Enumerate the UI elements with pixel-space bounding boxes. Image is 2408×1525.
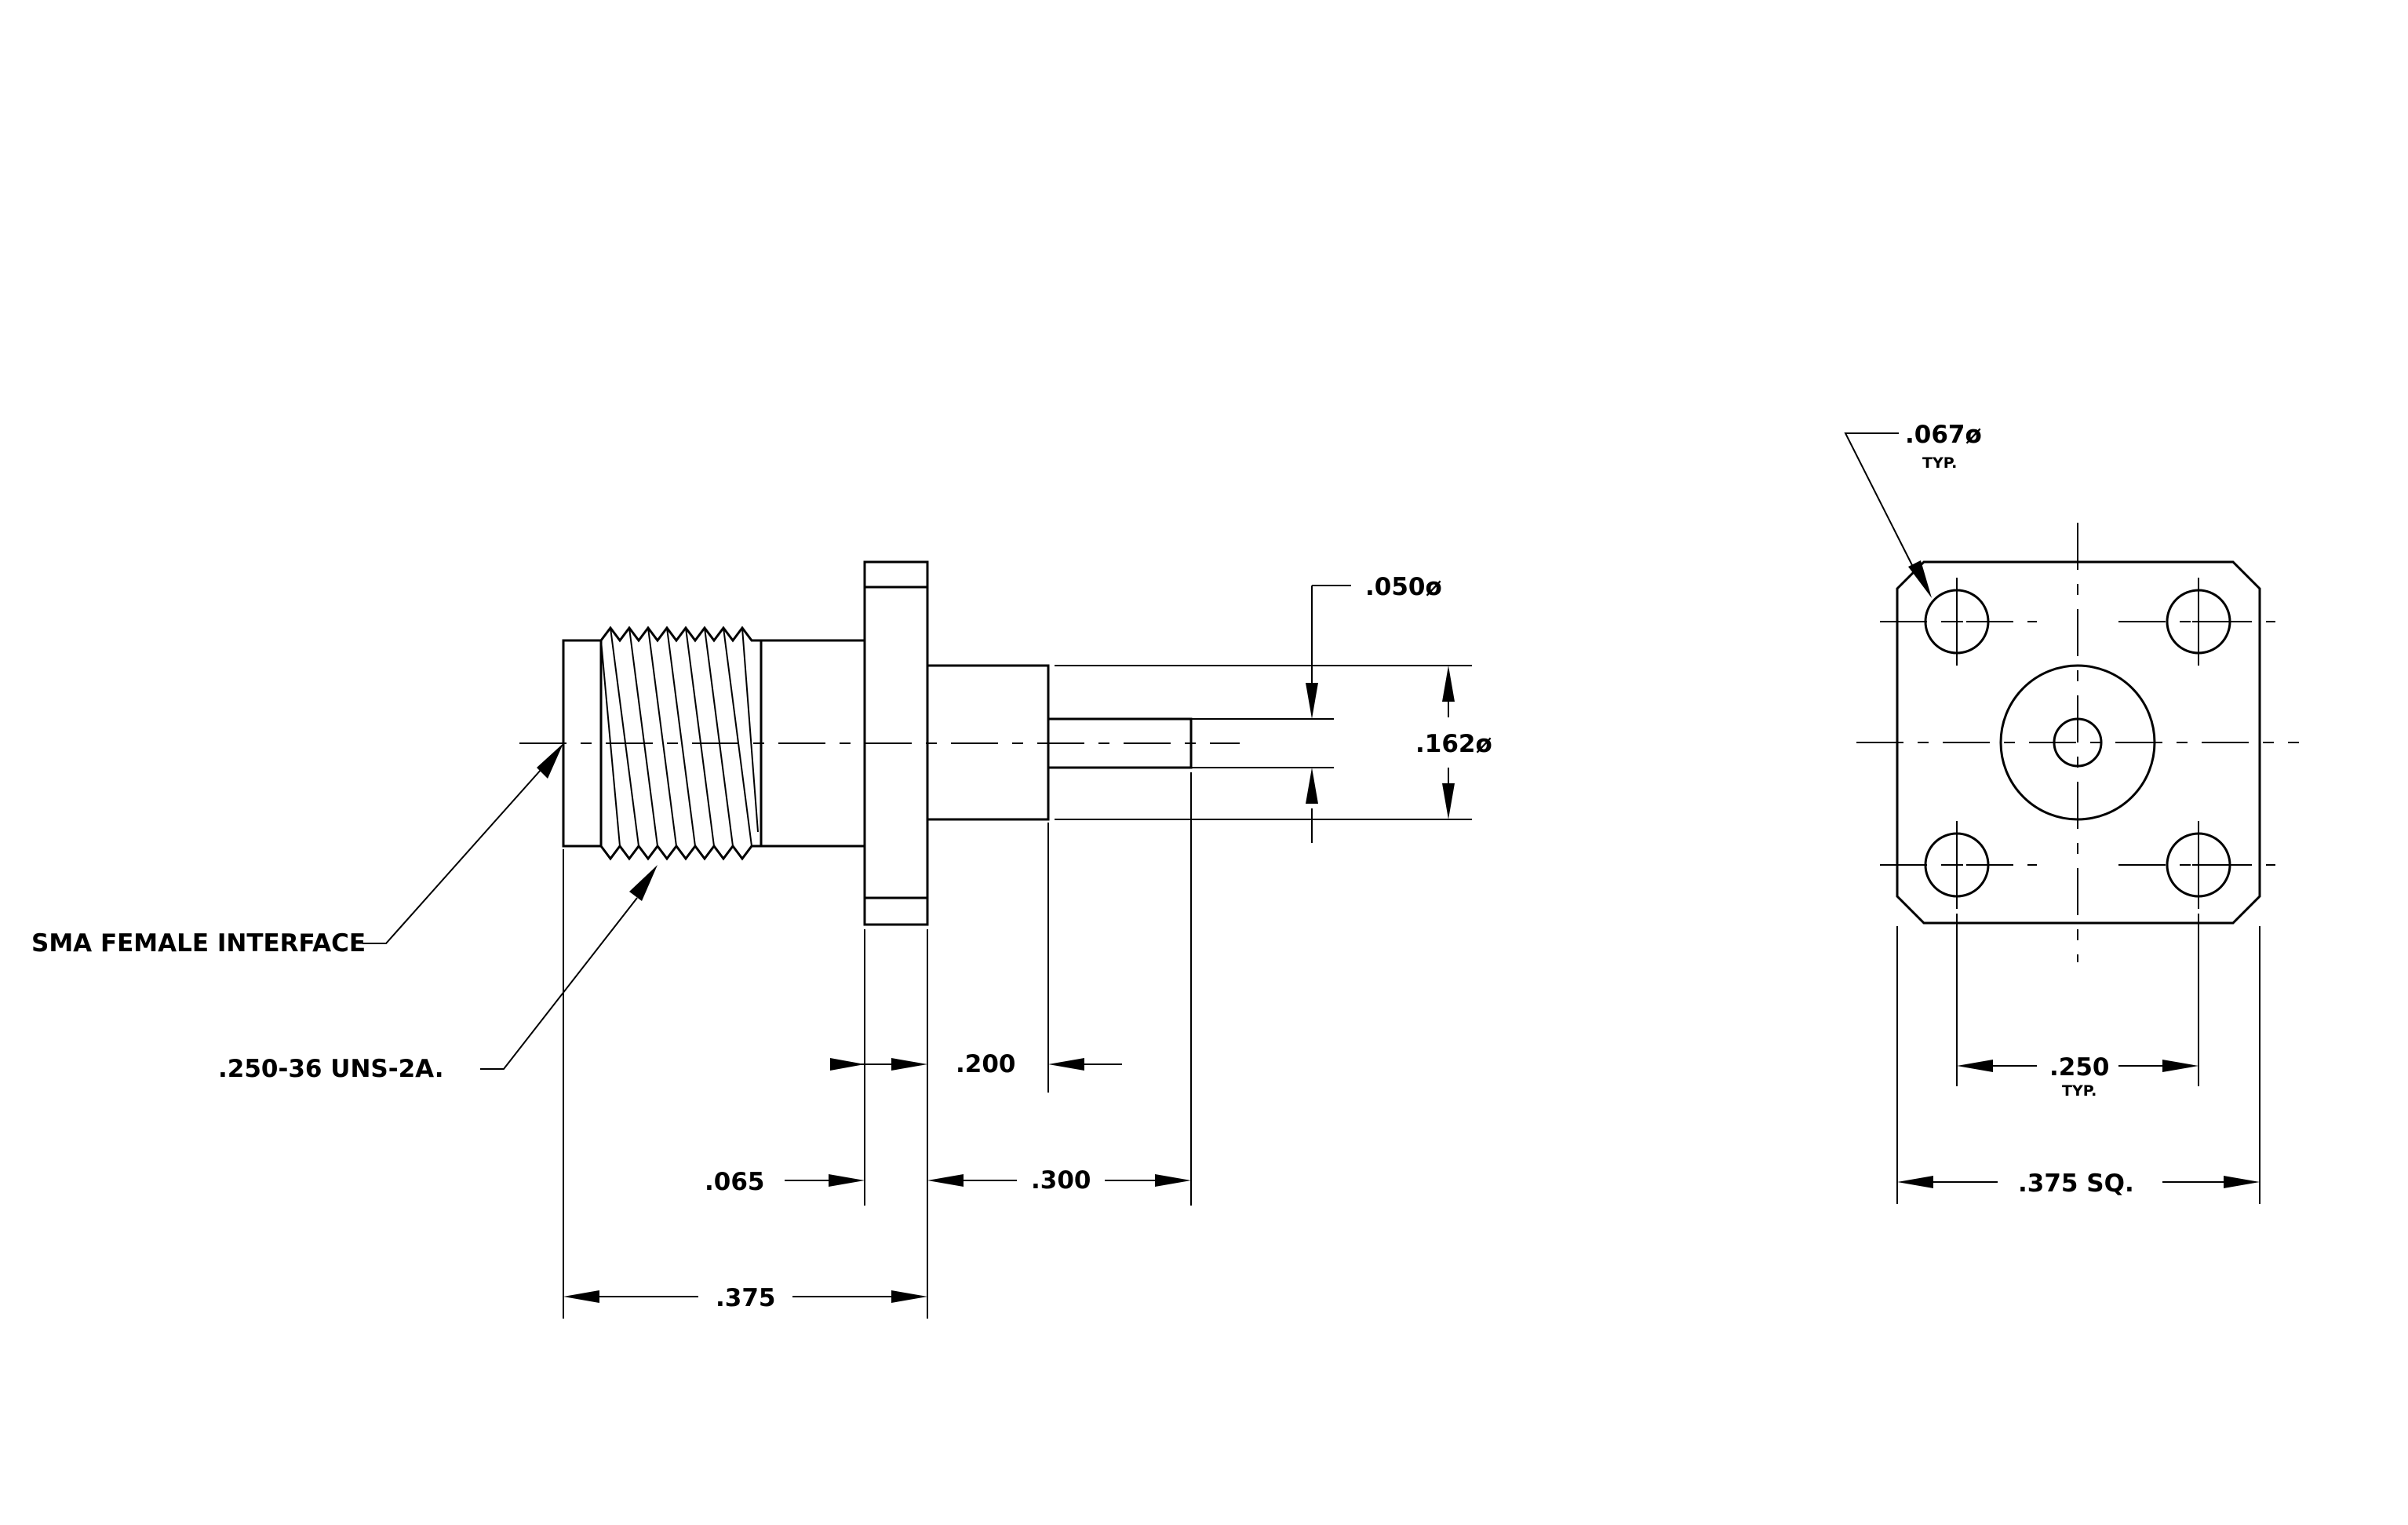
hole-spacing-label: .250 <box>2049 1053 2110 1082</box>
overall-length-dimension: .375 <box>563 1284 927 1312</box>
pin-dia-label: .050ø <box>1365 573 1442 601</box>
thread-spec-label: .250-36 UNS-2A. <box>218 1055 444 1083</box>
sma-interface-callout: SMA FEMALE INTERFACE <box>31 743 563 958</box>
body-dia-dimension: .162ø <box>1415 666 1492 819</box>
flange-square <box>1896 560 2261 925</box>
hole-spacing-typ-label: TYP. <box>2062 1082 2097 1100</box>
hole-spacing-dimension: .250 TYP. <box>1957 1053 2199 1100</box>
hole-dia-callout: .067ø TYP. <box>1844 421 1982 598</box>
step-length-dimension: .200 <box>830 1050 1122 1078</box>
front-view: .067ø TYP. .250 TYP. .375 SQ. <box>1844 421 2299 1204</box>
overall-length-label: .375 <box>716 1284 776 1312</box>
side-extension-lines <box>563 665 1472 1319</box>
front-extension-lines <box>1896 914 2260 1204</box>
thread-spec-callout: .250-36 UNS-2A. <box>218 865 658 1083</box>
pin-length-dimension: .300 <box>927 1166 1191 1195</box>
mounting-holes <box>1924 578 2231 909</box>
thread-outline-bottom <box>599 844 761 861</box>
side-view: .050ø .162ø .200 <box>31 560 1492 1319</box>
flange-square-label: .375 SQ. <box>2018 1169 2134 1198</box>
flange-thk-dimension: .065 <box>705 1168 865 1196</box>
thread-outline <box>599 626 761 643</box>
hole-dia-label: .067ø <box>1905 421 1982 449</box>
flange-thk-label: .065 <box>705 1168 765 1196</box>
body-dia-label: .162ø <box>1415 730 1492 758</box>
sma-interface-label: SMA FEMALE INTERFACE <box>31 929 366 958</box>
contact-circle <box>2053 717 2103 768</box>
pin-length-label: .300 <box>1031 1166 1091 1195</box>
pin-dia-dimension: .050ø <box>1306 573 1442 843</box>
flange-square-dimension: .375 SQ. <box>1897 1169 2260 1198</box>
step-length-label: .200 <box>956 1050 1016 1078</box>
dielectric-circle <box>1999 664 2156 821</box>
hole-typ-label: TYP. <box>1922 454 1957 472</box>
thread-helix <box>600 627 759 847</box>
